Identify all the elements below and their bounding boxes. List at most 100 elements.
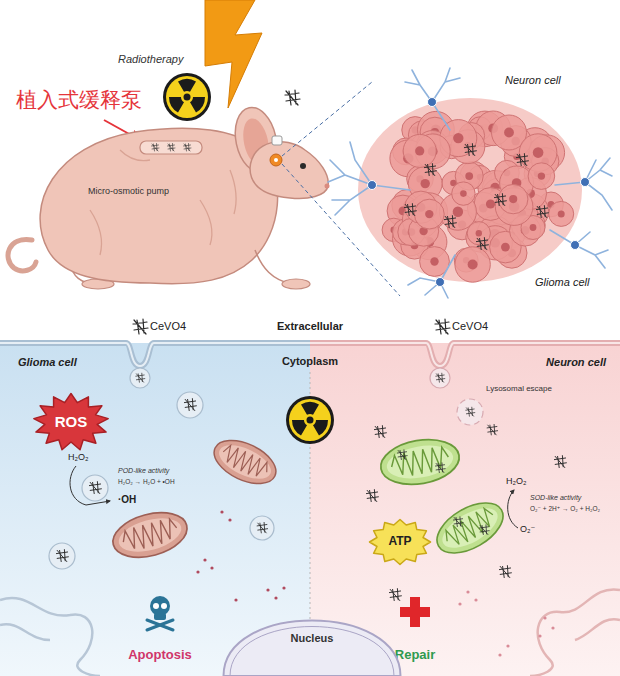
- debris-dot: [282, 586, 285, 589]
- endosome-vesicle: [184, 399, 196, 411]
- endosome-vesicle: [250, 516, 274, 540]
- region-label: Extracellular: [277, 320, 343, 333]
- nanomaterial-glyph: [133, 319, 148, 334]
- nanomaterial-glyph: [516, 154, 528, 166]
- neuron-shape: [555, 158, 612, 210]
- outcome-label: Apoptosis: [128, 648, 192, 663]
- neuron-body: [428, 98, 437, 107]
- debris-dot: [228, 518, 231, 521]
- endosome-vesicle: [430, 368, 450, 388]
- cell-nucleus: [533, 147, 544, 158]
- cell-nucleus: [486, 199, 495, 208]
- healthy-mitochondrion: [436, 500, 504, 556]
- debris-dot: [474, 598, 477, 601]
- apoptosis-icon: [147, 620, 173, 630]
- debris-dot: [538, 634, 541, 637]
- apoptosis-icon: [161, 603, 167, 609]
- debris-dot: [274, 596, 277, 599]
- ros-burst: ROS: [32, 392, 110, 452]
- neuron-shape: [328, 142, 410, 215]
- debris-dot: [266, 588, 269, 591]
- cell-nucleus: [430, 257, 438, 265]
- cell-nucleus: [460, 190, 467, 197]
- cell-nucleus: [476, 230, 482, 236]
- cell-nucleus: [538, 172, 545, 179]
- mouse-illustration: [282, 279, 310, 289]
- endosome-vesicle: [457, 399, 483, 425]
- debris-dot: [196, 510, 285, 601]
- activity-label: SOD-like activity: [530, 494, 581, 502]
- chemical-label: ·OH: [118, 494, 136, 506]
- device-label: Micro-osmotic pump: [88, 186, 169, 196]
- mouse-illustration: [270, 154, 282, 166]
- nanomaterial-glyph: [479, 525, 489, 535]
- lightning-bolt: [205, 0, 262, 108]
- debris-dot: [551, 626, 554, 629]
- debris-dot: [466, 590, 469, 593]
- debris-dot: [196, 570, 199, 573]
- endosome-vesicle: [56, 550, 68, 562]
- apoptosis-icon: [153, 603, 159, 609]
- chemical-label: H₂O₂: [506, 476, 527, 486]
- reaction-arrow: [70, 466, 110, 505]
- mouse-illustration: [140, 141, 202, 154]
- neuron-shape: [405, 68, 460, 130]
- mouse-illustration: [300, 163, 306, 169]
- nucleus-shape: Nucleus: [222, 610, 402, 676]
- neuron-shape: [328, 68, 612, 298]
- nanomaterial-glyph: [404, 204, 416, 216]
- neuron-shape: [550, 230, 608, 268]
- cell-nucleus: [530, 224, 537, 231]
- material-label: CeVO4: [150, 320, 186, 333]
- nanomaterial-glyph: [285, 90, 300, 105]
- debris-dot: [498, 653, 501, 656]
- radiation-symbol: [286, 396, 334, 444]
- glioma-cell-shape: [414, 199, 444, 229]
- debris-dot: [203, 558, 206, 561]
- debris-dot: [234, 598, 237, 601]
- mouse-illustration: [152, 144, 160, 152]
- panel-title: Neuron cell: [546, 356, 606, 369]
- panel-title: Glioma cell: [18, 356, 77, 369]
- glioma-cytoplasm: [0, 343, 310, 676]
- damaged-mitochondrion: [207, 432, 282, 493]
- nanomaterial-glyph: [464, 144, 476, 156]
- cell-nucleus: [453, 133, 463, 143]
- nanomaterial-glyph: [487, 424, 498, 435]
- debris-dot: [210, 566, 213, 569]
- glioma-cell-shape: [549, 201, 574, 226]
- cell-nucleus: [425, 210, 433, 218]
- mouse-illustration: [8, 104, 330, 289]
- cell-label: Glioma cell: [535, 276, 589, 289]
- mouse-illustration: [184, 144, 192, 152]
- cell-nucleus: [509, 195, 517, 203]
- healthy-mitochondrion: [442, 505, 499, 550]
- nanomaterial-glyph: [494, 194, 506, 206]
- nanomaterial-glyph: [444, 216, 456, 228]
- radiation-symbol: [163, 73, 211, 121]
- debris-dot: [220, 510, 223, 513]
- neuron-body: [571, 241, 580, 250]
- debris-dot: [506, 644, 509, 647]
- debris-dot: [543, 616, 546, 619]
- endosome-vesicle: [49, 543, 75, 569]
- cell-nucleus: [504, 128, 514, 138]
- cell-nucleus: [465, 172, 473, 180]
- tumor-mass: [358, 98, 582, 282]
- healthy-mitochondrion: [384, 441, 456, 483]
- node-text: ATP: [368, 535, 432, 549]
- damaged-mitochondrion: [108, 505, 192, 565]
- mouse-illustration: [168, 144, 176, 152]
- glioma-cell-shape: [528, 163, 555, 190]
- neuron-body: [368, 98, 590, 287]
- glioma-cell-shape: [455, 247, 490, 282]
- nanomaterial-glyph: [404, 144, 548, 250]
- nanomaterial-glyph: [389, 589, 401, 601]
- region-label: Cytoplasm: [282, 355, 338, 368]
- er-membrane: [530, 589, 620, 676]
- neuron-body: [368, 181, 377, 190]
- apoptosis-icon: [147, 596, 173, 630]
- chemical-label: H₂O₂: [68, 452, 89, 462]
- process-label: Lysosomal escape: [486, 384, 552, 393]
- damaged-mitochondrion: [214, 438, 276, 485]
